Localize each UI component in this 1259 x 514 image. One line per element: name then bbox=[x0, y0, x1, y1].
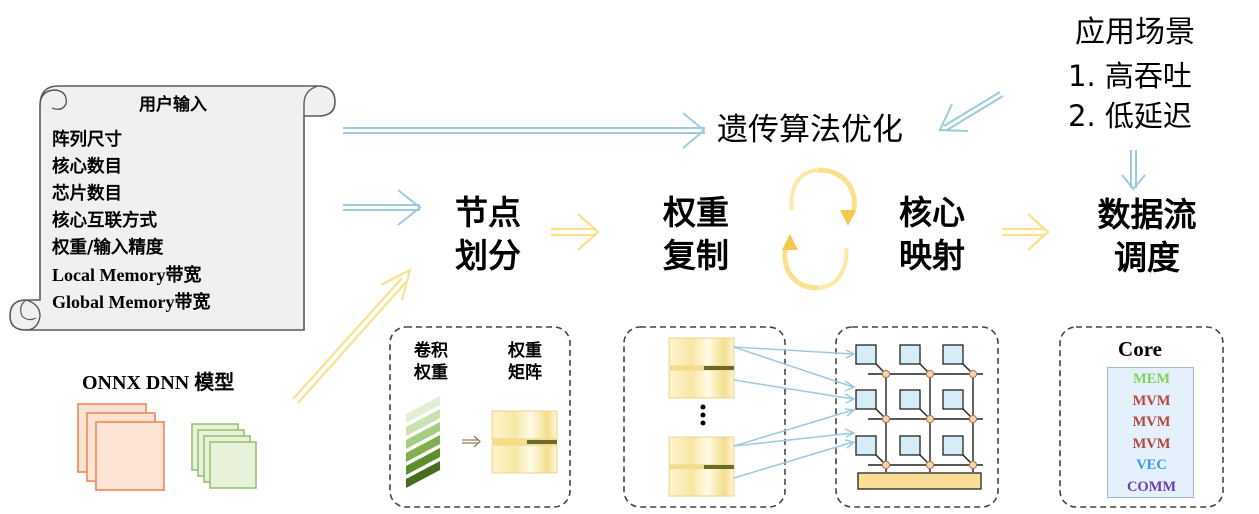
arrow-scroll-to-partition bbox=[343, 189, 422, 226]
stage-dataflow-scheduling: 数据流 调度 bbox=[1082, 193, 1212, 279]
conv-weight-label: 卷积 权重 bbox=[404, 340, 458, 384]
user-input-item: 芯片数目 bbox=[52, 184, 122, 204]
arrow-application-to-scheduling bbox=[1121, 150, 1146, 191]
conv-weight-line: 卷积 bbox=[414, 341, 448, 361]
core-mesh bbox=[855, 344, 983, 490]
user-input-item: 核心数目 bbox=[52, 157, 122, 177]
application-list: 1. 高吞吐 2. 低延迟 bbox=[1068, 56, 1192, 136]
user-input-item: 核心互联方式 bbox=[52, 211, 157, 231]
core-unit-mvm: MVM bbox=[1132, 414, 1171, 430]
stage-line: 调度 bbox=[1114, 238, 1180, 277]
replication-example-box bbox=[623, 326, 786, 508]
stage-node-partition: 节点 划分 bbox=[440, 191, 536, 277]
arrow-application-to-optimizer bbox=[938, 91, 1004, 132]
conv-weight-icon bbox=[406, 396, 440, 488]
model-label: ONNX DNN 模型 bbox=[82, 372, 235, 394]
core-unit-comm: COMM bbox=[1126, 478, 1177, 495]
stage-line: 数据流 bbox=[1097, 195, 1197, 234]
core-unit-list: MEM MVM MVM MVM VEC COMM bbox=[1107, 367, 1194, 498]
arrow-scroll-to-optimizer bbox=[343, 112, 706, 149]
weight-matrix-line: 矩阵 bbox=[508, 363, 542, 383]
scroll-panel bbox=[9, 85, 336, 331]
stage-line: 复制 bbox=[663, 236, 729, 275]
green-layer-stack bbox=[191, 423, 257, 489]
user-input-list: 阵列尺寸 核心数目 芯片数目 核心互联方式 权重/输入精度 Local Memo… bbox=[52, 127, 210, 316]
user-input-item: Local Memory带宽 bbox=[52, 265, 202, 285]
replicated-matrix-top bbox=[668, 337, 735, 399]
user-input-item: Global Memory带宽 bbox=[52, 292, 211, 312]
application-title: 应用场景 bbox=[1075, 15, 1195, 50]
weight-matrix-icon bbox=[491, 410, 558, 474]
conv-weight-line: 权重 bbox=[414, 363, 448, 383]
core-unit-mem: MEM bbox=[1132, 371, 1171, 387]
application-item: 2. 低延迟 bbox=[1068, 99, 1192, 133]
stage-line: 映射 bbox=[899, 236, 965, 275]
replicated-matrix-bottom bbox=[668, 436, 735, 497]
small-arrow-icon bbox=[462, 435, 481, 448]
orange-layer-stack bbox=[77, 403, 165, 491]
stage-line: 节点 bbox=[455, 193, 521, 232]
mapping-example-box bbox=[835, 326, 999, 508]
ellipsis-dots bbox=[700, 404, 706, 426]
mapping-arrows bbox=[733, 346, 856, 479]
optimizer-label: 遗传算法优化 bbox=[717, 112, 903, 148]
arrow-model-to-partition bbox=[292, 267, 412, 404]
core-unit-vec: VEC bbox=[1136, 457, 1167, 473]
stage-line: 权重 bbox=[663, 193, 729, 232]
cycle-arrows bbox=[782, 167, 857, 291]
stage-core-mapping: 核心 映射 bbox=[884, 191, 980, 277]
scheduling-example-box bbox=[1059, 326, 1224, 508]
user-input-item: 权重/输入精度 bbox=[52, 238, 164, 258]
user-input-title: 用户输入 bbox=[139, 95, 207, 115]
weight-matrix-line: 权重 bbox=[508, 341, 542, 361]
weight-matrix-label: 权重 矩阵 bbox=[498, 340, 552, 384]
application-item: 1. 高吞吐 bbox=[1068, 59, 1192, 93]
stage-line: 核心 bbox=[899, 193, 965, 232]
arrow-mapping-to-scheduling bbox=[1002, 213, 1050, 251]
partition-example-box bbox=[389, 326, 571, 508]
core-title: Core bbox=[1118, 337, 1162, 361]
arrow-partition-to-replication bbox=[551, 213, 600, 251]
stage-weight-replication: 权重 复制 bbox=[648, 191, 744, 277]
user-input-item: 阵列尺寸 bbox=[52, 130, 122, 150]
core-unit-mvm: MVM bbox=[1132, 392, 1171, 409]
stage-line: 划分 bbox=[455, 236, 521, 275]
core-unit-mvm: MVM bbox=[1132, 435, 1171, 452]
